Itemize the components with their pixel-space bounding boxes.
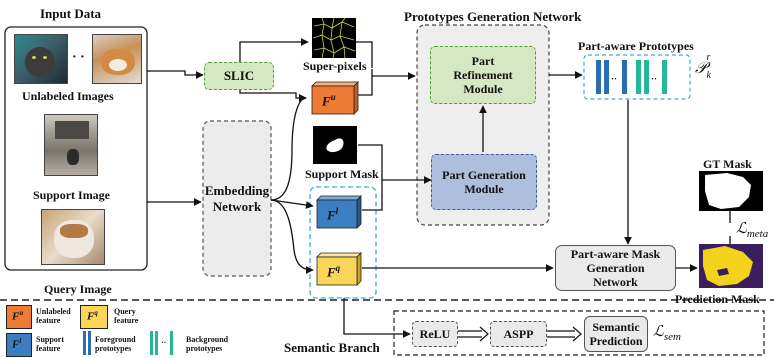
legend-bg-dots: ·· xyxy=(161,338,167,347)
fg-prototype-bar-3 xyxy=(622,60,627,94)
part-generation-label: Part Generation Module xyxy=(442,168,526,196)
part-generation-module: Part Generation Module xyxy=(431,154,537,210)
semantic-prediction-box: Semantic Prediction xyxy=(584,316,648,352)
part-refinement-module: Part Refinement Module xyxy=(430,46,536,104)
unlabeled-image-1 xyxy=(14,34,68,84)
fu-symbol: F xyxy=(322,93,331,109)
fg-prototype-ellipsis: ·· xyxy=(611,74,618,84)
mask-generation-network: Part-aware Mask Generation Network xyxy=(555,245,676,291)
input-data-title: Input Data xyxy=(40,6,102,21)
super-pixels-label: Super-pixels xyxy=(303,59,367,73)
legend-query-text: Query feature xyxy=(114,307,139,325)
query-image xyxy=(41,209,105,265)
bg-prototype-bar-2 xyxy=(644,60,649,94)
semantic-prediction-label: Semantic Prediction xyxy=(589,320,643,348)
input-data-panel xyxy=(4,26,148,271)
semantic-branch-title: Semantic Branch xyxy=(284,340,380,355)
aspp-label: ASPP xyxy=(503,327,534,341)
query-image-label: Query Image xyxy=(44,282,112,296)
unlabeled-image-2 xyxy=(92,34,142,84)
legend-fg-bar-2 xyxy=(88,331,91,355)
bg-prototype-bar-3 xyxy=(662,60,667,94)
support-mask-label: Support Mask xyxy=(305,167,379,181)
prediction-mask-label: Prediction Mask xyxy=(675,292,760,306)
legend-bg-bar-3 xyxy=(170,331,173,355)
semantic-branch-frame xyxy=(393,310,765,356)
support-image xyxy=(44,114,98,176)
legend-background-text: Background prototypes xyxy=(186,335,229,353)
features-group-box xyxy=(309,186,377,299)
sem-loss-sub: sem xyxy=(663,331,681,343)
legend-unlabeled-swatch: Fu xyxy=(6,305,32,329)
feature-fu: Fu xyxy=(308,80,362,116)
super-pixels-image xyxy=(312,17,356,59)
legend-fu-sup: u xyxy=(19,309,24,317)
fl-sup: l xyxy=(335,206,339,216)
fg-prototype-bar-2 xyxy=(604,60,609,94)
legend-bg-bar-2 xyxy=(155,331,158,355)
legend-fu-symbol: F xyxy=(12,310,20,323)
unlabeled-images-label: Unlabeled Images xyxy=(22,89,114,103)
fg-prototype-bar-1 xyxy=(596,60,601,94)
fq-symbol: F xyxy=(327,264,336,280)
legend-foreground-text: Foreground prototypes xyxy=(95,335,136,353)
relu-label: ReLU xyxy=(419,327,451,341)
legend-fl-sup: l xyxy=(19,337,22,345)
fu-sup: u xyxy=(330,92,336,102)
support-mask-image xyxy=(313,126,357,164)
sem-loss-symbol: ℒ xyxy=(653,324,664,340)
legend-fg-bar-1 xyxy=(83,331,86,355)
part-refinement-label: Part Refinement Module xyxy=(453,54,513,96)
prediction-mask-image xyxy=(699,244,763,288)
aspp-box: ASPP xyxy=(490,321,547,347)
mask-generation-label: Part-aware Mask Generation Network xyxy=(570,247,661,289)
bg-prototype-ellipsis: ·· xyxy=(651,74,658,84)
relu-box: ReLU xyxy=(412,321,458,347)
feature-fl: Fl xyxy=(315,194,369,230)
fl-symbol: F xyxy=(327,207,336,223)
meta-loss-sub: meta xyxy=(746,228,769,240)
gt-mask-image xyxy=(699,171,763,211)
slic-box: SLIC xyxy=(204,62,274,90)
legend-support-swatch: Fl xyxy=(6,333,32,357)
support-image-label: Support Image xyxy=(33,188,111,202)
embedding-network-label: Embedding Network xyxy=(204,182,270,214)
prototype-symbol-main: 𝒫 xyxy=(695,60,707,77)
legend-fq-symbol: F xyxy=(87,310,95,323)
prototypes-network-title: Prototypes Generation Network xyxy=(404,9,582,24)
legend-fl-symbol: F xyxy=(12,338,20,351)
legend-fq-sup: q xyxy=(94,309,98,317)
legend-bg-bar-1 xyxy=(150,331,153,355)
fq-sup: q xyxy=(335,263,341,273)
gt-mask-label: GT Mask xyxy=(703,157,752,171)
slic-label: SLIC xyxy=(223,68,255,83)
legend-support-text: Support feature xyxy=(36,335,65,353)
unlabeled-ellipsis: · · xyxy=(72,50,85,65)
bg-prototype-bar-1 xyxy=(636,60,641,94)
embedding-network-box xyxy=(202,120,272,277)
legend-query-swatch: Fq xyxy=(80,305,108,329)
part-aware-title: Part-aware Prototypes xyxy=(578,39,694,53)
prototype-symbol-sub: k xyxy=(706,70,711,81)
prototype-symbol-sup: r xyxy=(706,52,711,63)
feature-fq: Fq xyxy=(315,251,369,287)
embedding-network: Embedding Network xyxy=(203,121,271,276)
meta-loss-symbol: ℒ xyxy=(736,221,747,237)
meta-loss: ℒmeta xyxy=(736,219,768,240)
legend-unlabeled-text: Unlabeled feature xyxy=(36,307,71,325)
prototype-bars: ·· ·· xyxy=(594,60,684,94)
sem-loss: ℒsem xyxy=(653,322,681,343)
